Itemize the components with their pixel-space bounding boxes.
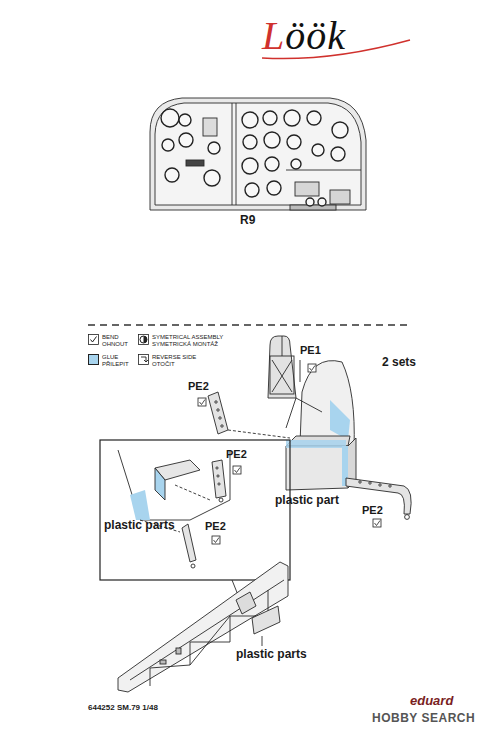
- pe2-strip: [208, 392, 228, 434]
- part-note: plastic parts: [104, 519, 175, 532]
- part-note: plastic parts: [236, 648, 307, 661]
- part-number: PE1: [300, 344, 321, 356]
- legend-text: BEND OHNOUT: [102, 334, 142, 348]
- legend-text: REVERSE SIDE OTOČIT: [152, 354, 212, 368]
- part-number: PE2: [362, 504, 383, 516]
- part-number: PE2: [226, 448, 247, 460]
- legend-symbol: [88, 334, 99, 345]
- quantity-note: 2 sets: [382, 356, 416, 369]
- brand-name: eduard: [410, 694, 453, 708]
- legend-entry: SYMETRICAL ASSEMBLY SYMETRICKÁ MONTÁŽ: [138, 334, 232, 348]
- product-code: 644252 SM.79 1/48: [88, 704, 158, 713]
- part-number: PE2: [188, 380, 209, 392]
- part-number: PE2: [205, 520, 226, 532]
- part-note: plastic part: [275, 494, 339, 507]
- brand-logo: Löök: [262, 14, 346, 58]
- part-number: R9: [240, 214, 255, 227]
- legend-symbol: [138, 334, 149, 345]
- legend-text: GLUE PŘILEPIT: [102, 354, 142, 368]
- legend-entry: BEND OHNOUT: [88, 334, 142, 348]
- instrument-panel: [150, 98, 366, 210]
- watermark: HOBBY SEARCH: [372, 712, 475, 725]
- detail-inset: [100, 440, 290, 580]
- fuselage-side: [118, 562, 288, 692]
- legend-symbol: [138, 354, 149, 365]
- glue-swatch: [88, 354, 99, 365]
- legend-entry: REVERSE SIDE OTOČIT: [138, 354, 212, 368]
- legend-text: SYMETRICAL ASSEMBLY SYMETRICKÁ MONTÁŽ: [152, 334, 232, 348]
- harness-pe1: [268, 336, 296, 398]
- legend-entry: GLUE PŘILEPIT: [88, 354, 142, 368]
